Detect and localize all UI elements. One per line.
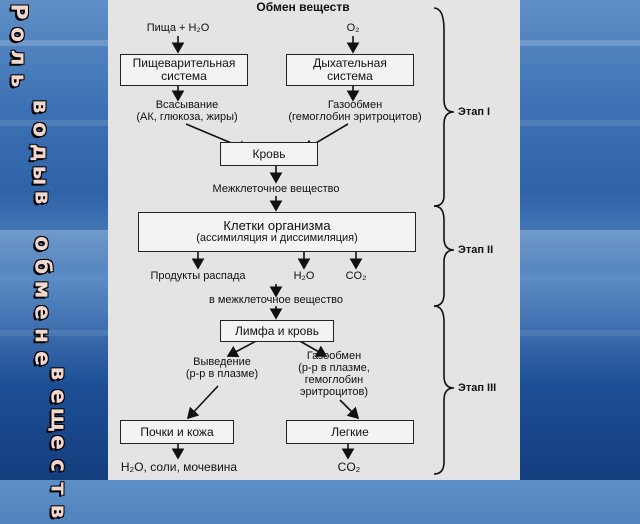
vertical-title-letter: н: [29, 327, 55, 344]
arrow-excretion-kidneys: [186, 385, 219, 420]
vertical-title-letter: ы: [27, 165, 53, 186]
vertical-title-letter: с: [45, 458, 71, 473]
input-food: Пища + H₂O: [146, 22, 210, 34]
vertical-title-letter: е: [29, 305, 55, 320]
vertical-word-5: веществвеществ: [45, 362, 71, 523]
box-cells-line2: (ассимиляция и диссимиляция): [196, 232, 358, 244]
vertical-title-letter: в: [27, 99, 53, 114]
box-digestive-system: Пищеварительная система: [120, 54, 248, 86]
label-gas1-line1: Газообмен: [327, 99, 383, 111]
arrow-lymph-excretion: [226, 339, 259, 358]
diagram-panel: Обмен веществ Пища + H₂O O₂ Пищеваритель…: [108, 0, 520, 480]
box-blood: Кровь: [220, 142, 318, 166]
output-kidneys: H₂O, соли, мочевина: [120, 460, 238, 474]
stage-1-label: Этап I: [458, 106, 491, 118]
label-co2: CO₂: [345, 270, 367, 282]
box-respiratory-system: Дыхательная система: [286, 54, 414, 86]
vertical-title-letter: о: [27, 121, 53, 138]
box-digestive-line1: Пищеварительная: [132, 56, 236, 70]
label-excretion-line2: (р-р в плазме): [185, 368, 259, 380]
box-kidneys-skin: Почки и кожа: [120, 420, 234, 444]
box-lungs: Легкие: [286, 420, 414, 444]
diagram-title: Обмен веществ: [256, 0, 350, 14]
label-absorption-line2: (АК, глюкоза, жиры): [136, 111, 238, 123]
vertical-title-letter: м: [29, 280, 55, 299]
diagram-arrows: [171, 7, 455, 475]
vertical-title-letter: б: [29, 258, 55, 275]
arrow-gas2-lungs: [339, 399, 360, 420]
stage-2-label: Этап II: [458, 244, 494, 256]
vertical-title-letter: щ: [45, 407, 71, 432]
vertical-title-letter: д: [27, 143, 53, 162]
label-gas-exchange-2: Газообмен (р-р в плазме, гемоглобин эрит…: [284, 350, 384, 398]
box-respiratory-line2: система: [327, 69, 373, 83]
vertical-title-letter: в: [29, 190, 55, 205]
vertical-title-letter: Р: [5, 3, 31, 20]
vertical-word-4: обменеобмене: [29, 232, 55, 370]
vertical-title-letter: т: [45, 482, 71, 495]
label-absorption-line1: Всасывание: [155, 99, 219, 111]
box-respiratory-line1: Дыхательная: [313, 56, 387, 70]
label-excretion-line1: Выведение: [193, 356, 251, 368]
brace-stage-3: [433, 305, 455, 475]
vertical-title-letter: л: [5, 49, 31, 66]
vertical-word-3: вв: [29, 186, 55, 209]
vertical-title-letter: о: [5, 26, 31, 43]
input-oxygen: O₂: [346, 22, 360, 34]
vertical-title: РольРоль водыводы вв обменеобмене вещест…: [5, 0, 102, 518]
arrow-lymph-gas2: [297, 339, 328, 357]
vertical-word-2: водыводы: [27, 95, 53, 187]
output-lungs: CO₂: [337, 460, 361, 474]
box-lymph-blood: Лимфа и кровь: [220, 320, 334, 342]
label-intercellular-1: Межклеточное вещество: [212, 183, 340, 195]
vertical-title-letter: е: [45, 389, 71, 404]
label-absorption: Всасывание (АК, глюкоза, жиры): [122, 99, 252, 123]
vertical-word-1: РольРоль: [5, 0, 31, 92]
label-gas2-line4: эритроцитов): [299, 386, 369, 398]
label-gas2-line2: (р-р в плазме,: [298, 362, 370, 374]
vertical-title-letter: ь: [5, 73, 31, 88]
vertical-title-letter: о: [29, 235, 55, 252]
label-gas1-line2: (гемоглобин эритроцитов): [288, 111, 422, 123]
vertical-title-letter: в: [45, 366, 71, 381]
label-excretion: Выведение (р-р в плазме): [176, 356, 268, 380]
label-h2o: H₂O: [293, 270, 315, 282]
stage-3-label: Этап III: [458, 382, 497, 394]
label-gas2-line1: Газообмен: [306, 350, 362, 362]
label-intercellular-2: в межклеточное вещество: [208, 294, 344, 306]
label-gas-exchange-1: Газообмен (гемоглобин эритроцитов): [280, 99, 430, 123]
box-digestive-line2: система: [161, 69, 207, 83]
box-cells-line1: Клетки организма: [223, 218, 331, 233]
brace-stage-2: [433, 205, 455, 307]
brace-stage-1: [433, 7, 455, 207]
vertical-title-letter: е: [45, 435, 71, 450]
label-gas2-line3: гемоглобин: [304, 374, 364, 386]
label-decay-products: Продукты распада: [150, 270, 246, 282]
vertical-title-letter: в: [45, 504, 71, 519]
box-body-cells: Клетки организма (ассимиляция и диссимил…: [138, 212, 416, 252]
